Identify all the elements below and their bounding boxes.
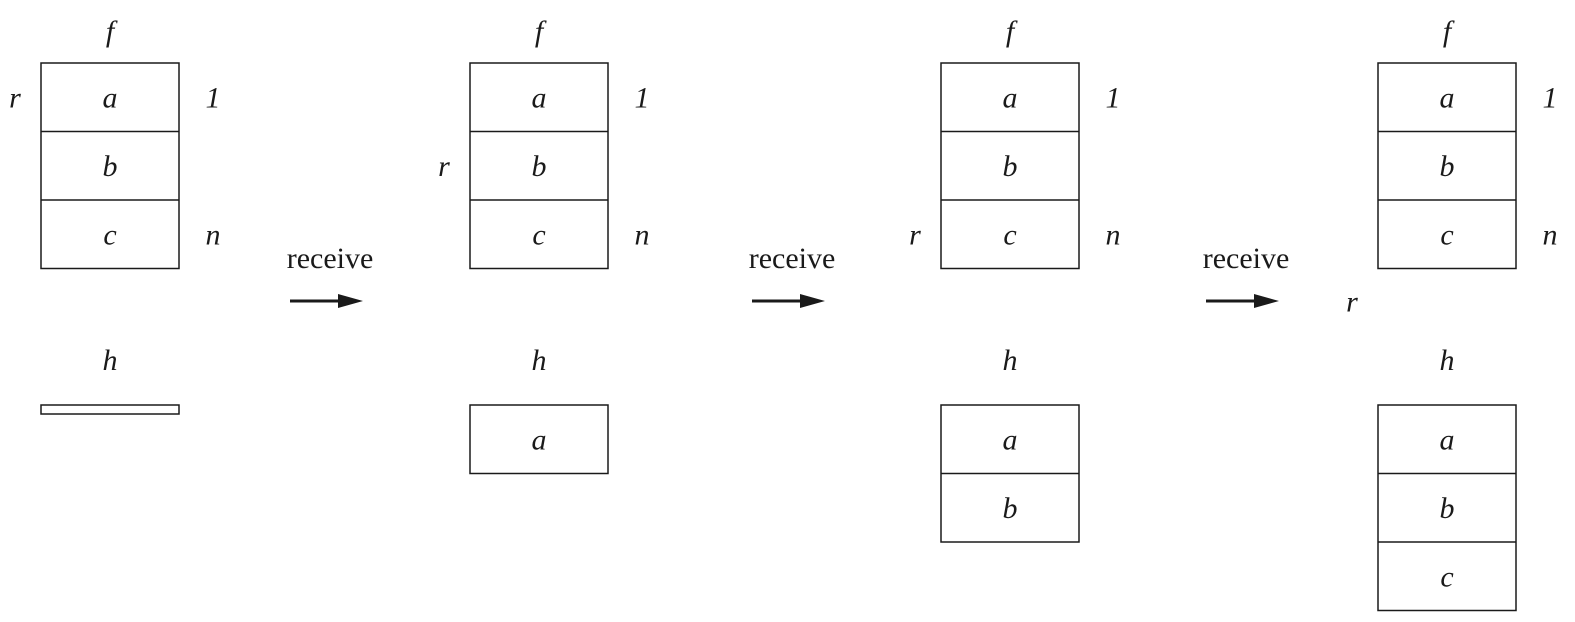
h-array: ab xyxy=(940,404,1080,543)
arrow-head xyxy=(1254,294,1279,308)
h-array xyxy=(40,404,180,415)
receive-label: receive xyxy=(1203,242,1290,275)
h-cell-value: b xyxy=(1003,492,1018,525)
arrow-head xyxy=(800,294,825,308)
index-first-label: 1 xyxy=(635,81,650,114)
arrow-head xyxy=(338,294,363,308)
receive-label: receive xyxy=(287,242,374,275)
f-cell-value: c xyxy=(103,218,116,251)
h-array-label: h xyxy=(1440,344,1455,377)
receive-transition: receive xyxy=(1203,242,1290,308)
h-cell-value: b xyxy=(1440,492,1455,525)
index-last-label: n xyxy=(206,218,221,251)
state-1: fa b c 1 n r h xyxy=(9,15,221,415)
receive-transition: receive xyxy=(749,242,836,308)
read-pointer-label: r xyxy=(909,218,921,251)
f-cell-value: a xyxy=(532,81,547,114)
receive-label: receive xyxy=(749,242,836,275)
h-array-label: h xyxy=(1003,344,1018,377)
f-cell-value: b xyxy=(1440,150,1455,183)
index-last-label: n xyxy=(1106,218,1121,251)
h-cell-value: a xyxy=(1440,423,1455,456)
receive-transition: receive xyxy=(287,242,374,308)
read-pointer-label: r xyxy=(1346,286,1358,319)
f-array-label: f xyxy=(1006,15,1018,48)
f-cell-value: a xyxy=(103,81,118,114)
f-cell-value: b xyxy=(1003,150,1018,183)
h-array-label: h xyxy=(103,344,118,377)
index-first-label: 1 xyxy=(1106,81,1121,114)
f-cell-value: c xyxy=(1003,218,1016,251)
f-array-frame xyxy=(469,62,609,270)
h-array-label: h xyxy=(532,344,547,377)
f-array-label: f xyxy=(1443,15,1455,48)
h-array-frame xyxy=(469,404,609,475)
f-cell-value: a xyxy=(1440,81,1455,114)
index-first-label: 1 xyxy=(206,81,221,114)
f-array-frame xyxy=(940,62,1080,270)
read-pointer-label: r xyxy=(438,150,450,183)
f-cell-value: c xyxy=(1440,218,1453,251)
index-first-label: 1 xyxy=(1543,81,1558,114)
f-array: a b c xyxy=(469,62,609,270)
f-cell-value: b xyxy=(103,150,118,183)
f-array: a b c xyxy=(1377,62,1517,270)
f-array: a b c xyxy=(940,62,1080,270)
h-array-empty-frame xyxy=(40,404,180,415)
h-cell-value: a xyxy=(532,423,547,456)
h-cell-value: a xyxy=(1003,423,1018,456)
f-cell-value: b xyxy=(532,150,547,183)
index-last-label: n xyxy=(635,218,650,251)
h-array: a xyxy=(469,404,609,475)
h-array: a b c xyxy=(1377,404,1517,612)
index-last-label: n xyxy=(1543,218,1558,251)
h-cell-value: c xyxy=(1440,560,1453,593)
f-array-label: f xyxy=(535,15,547,48)
f-cell-value: a xyxy=(1003,81,1018,114)
read-pointer-label: r xyxy=(9,81,21,114)
f-array: a b c xyxy=(40,62,180,270)
f-cell-value: c xyxy=(532,218,545,251)
h-array-frame xyxy=(1377,404,1517,612)
f-array-frame xyxy=(1377,62,1517,270)
f-array-label: f xyxy=(106,15,118,48)
f-array-frame xyxy=(40,62,180,270)
